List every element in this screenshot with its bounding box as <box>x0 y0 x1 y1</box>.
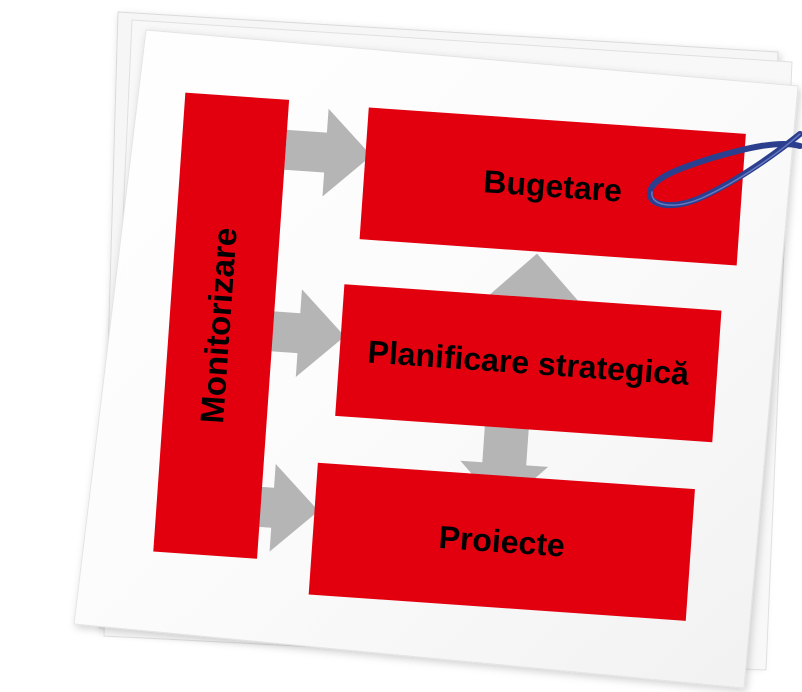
diagram: Monitorizare Bugetare Planificare strate… <box>153 92 746 621</box>
arrow-planificare-proiecte <box>460 422 549 508</box>
arrow-to-bugetare <box>284 108 372 197</box>
paperclip-icon <box>647 131 802 209</box>
arrow-to-planificare <box>257 289 345 378</box>
arrow-to-proiecte <box>231 463 319 552</box>
box-monitorizare <box>153 92 290 559</box>
box-proiecte <box>308 462 695 621</box>
box-planificare <box>335 284 722 443</box>
box-bugetare <box>359 107 746 266</box>
label-proiecte: Proiecte <box>438 519 566 564</box>
